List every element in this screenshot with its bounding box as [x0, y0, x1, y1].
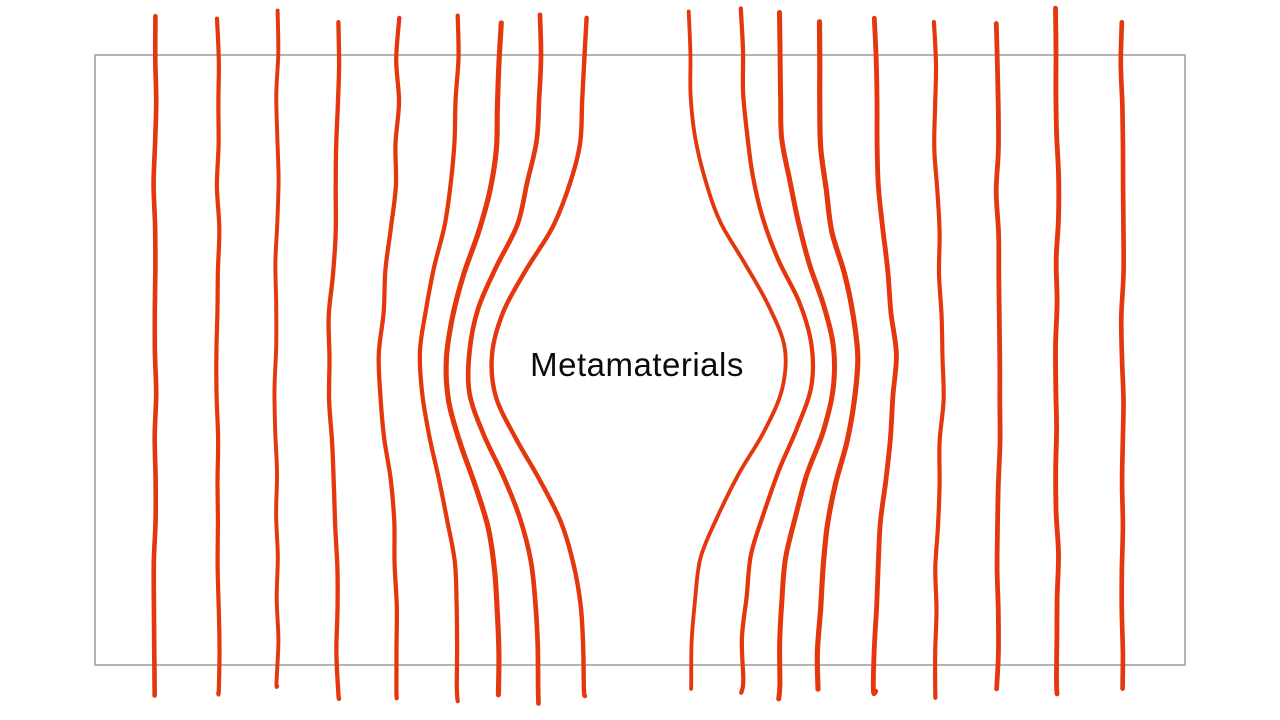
field-line [1053, 5, 1062, 697]
boundary-rect [94, 54, 1186, 666]
field-line [870, 15, 899, 697]
field-line [151, 13, 159, 698]
field-line [489, 15, 589, 699]
field-line [776, 10, 838, 702]
field-line [738, 6, 816, 695]
field-line [814, 19, 861, 692]
metamaterials-label: Metamaterials [530, 346, 744, 383]
field-line [443, 20, 504, 698]
field-line [272, 8, 281, 689]
field-line [465, 12, 544, 706]
field-lines-group [151, 5, 1127, 706]
field-line [326, 20, 342, 702]
field-line [214, 16, 222, 697]
field-line [417, 13, 461, 704]
field-line [1118, 19, 1127, 691]
field-line [993, 21, 1003, 692]
field-line [376, 15, 402, 701]
field-line [686, 9, 788, 691]
field-line [931, 19, 946, 700]
